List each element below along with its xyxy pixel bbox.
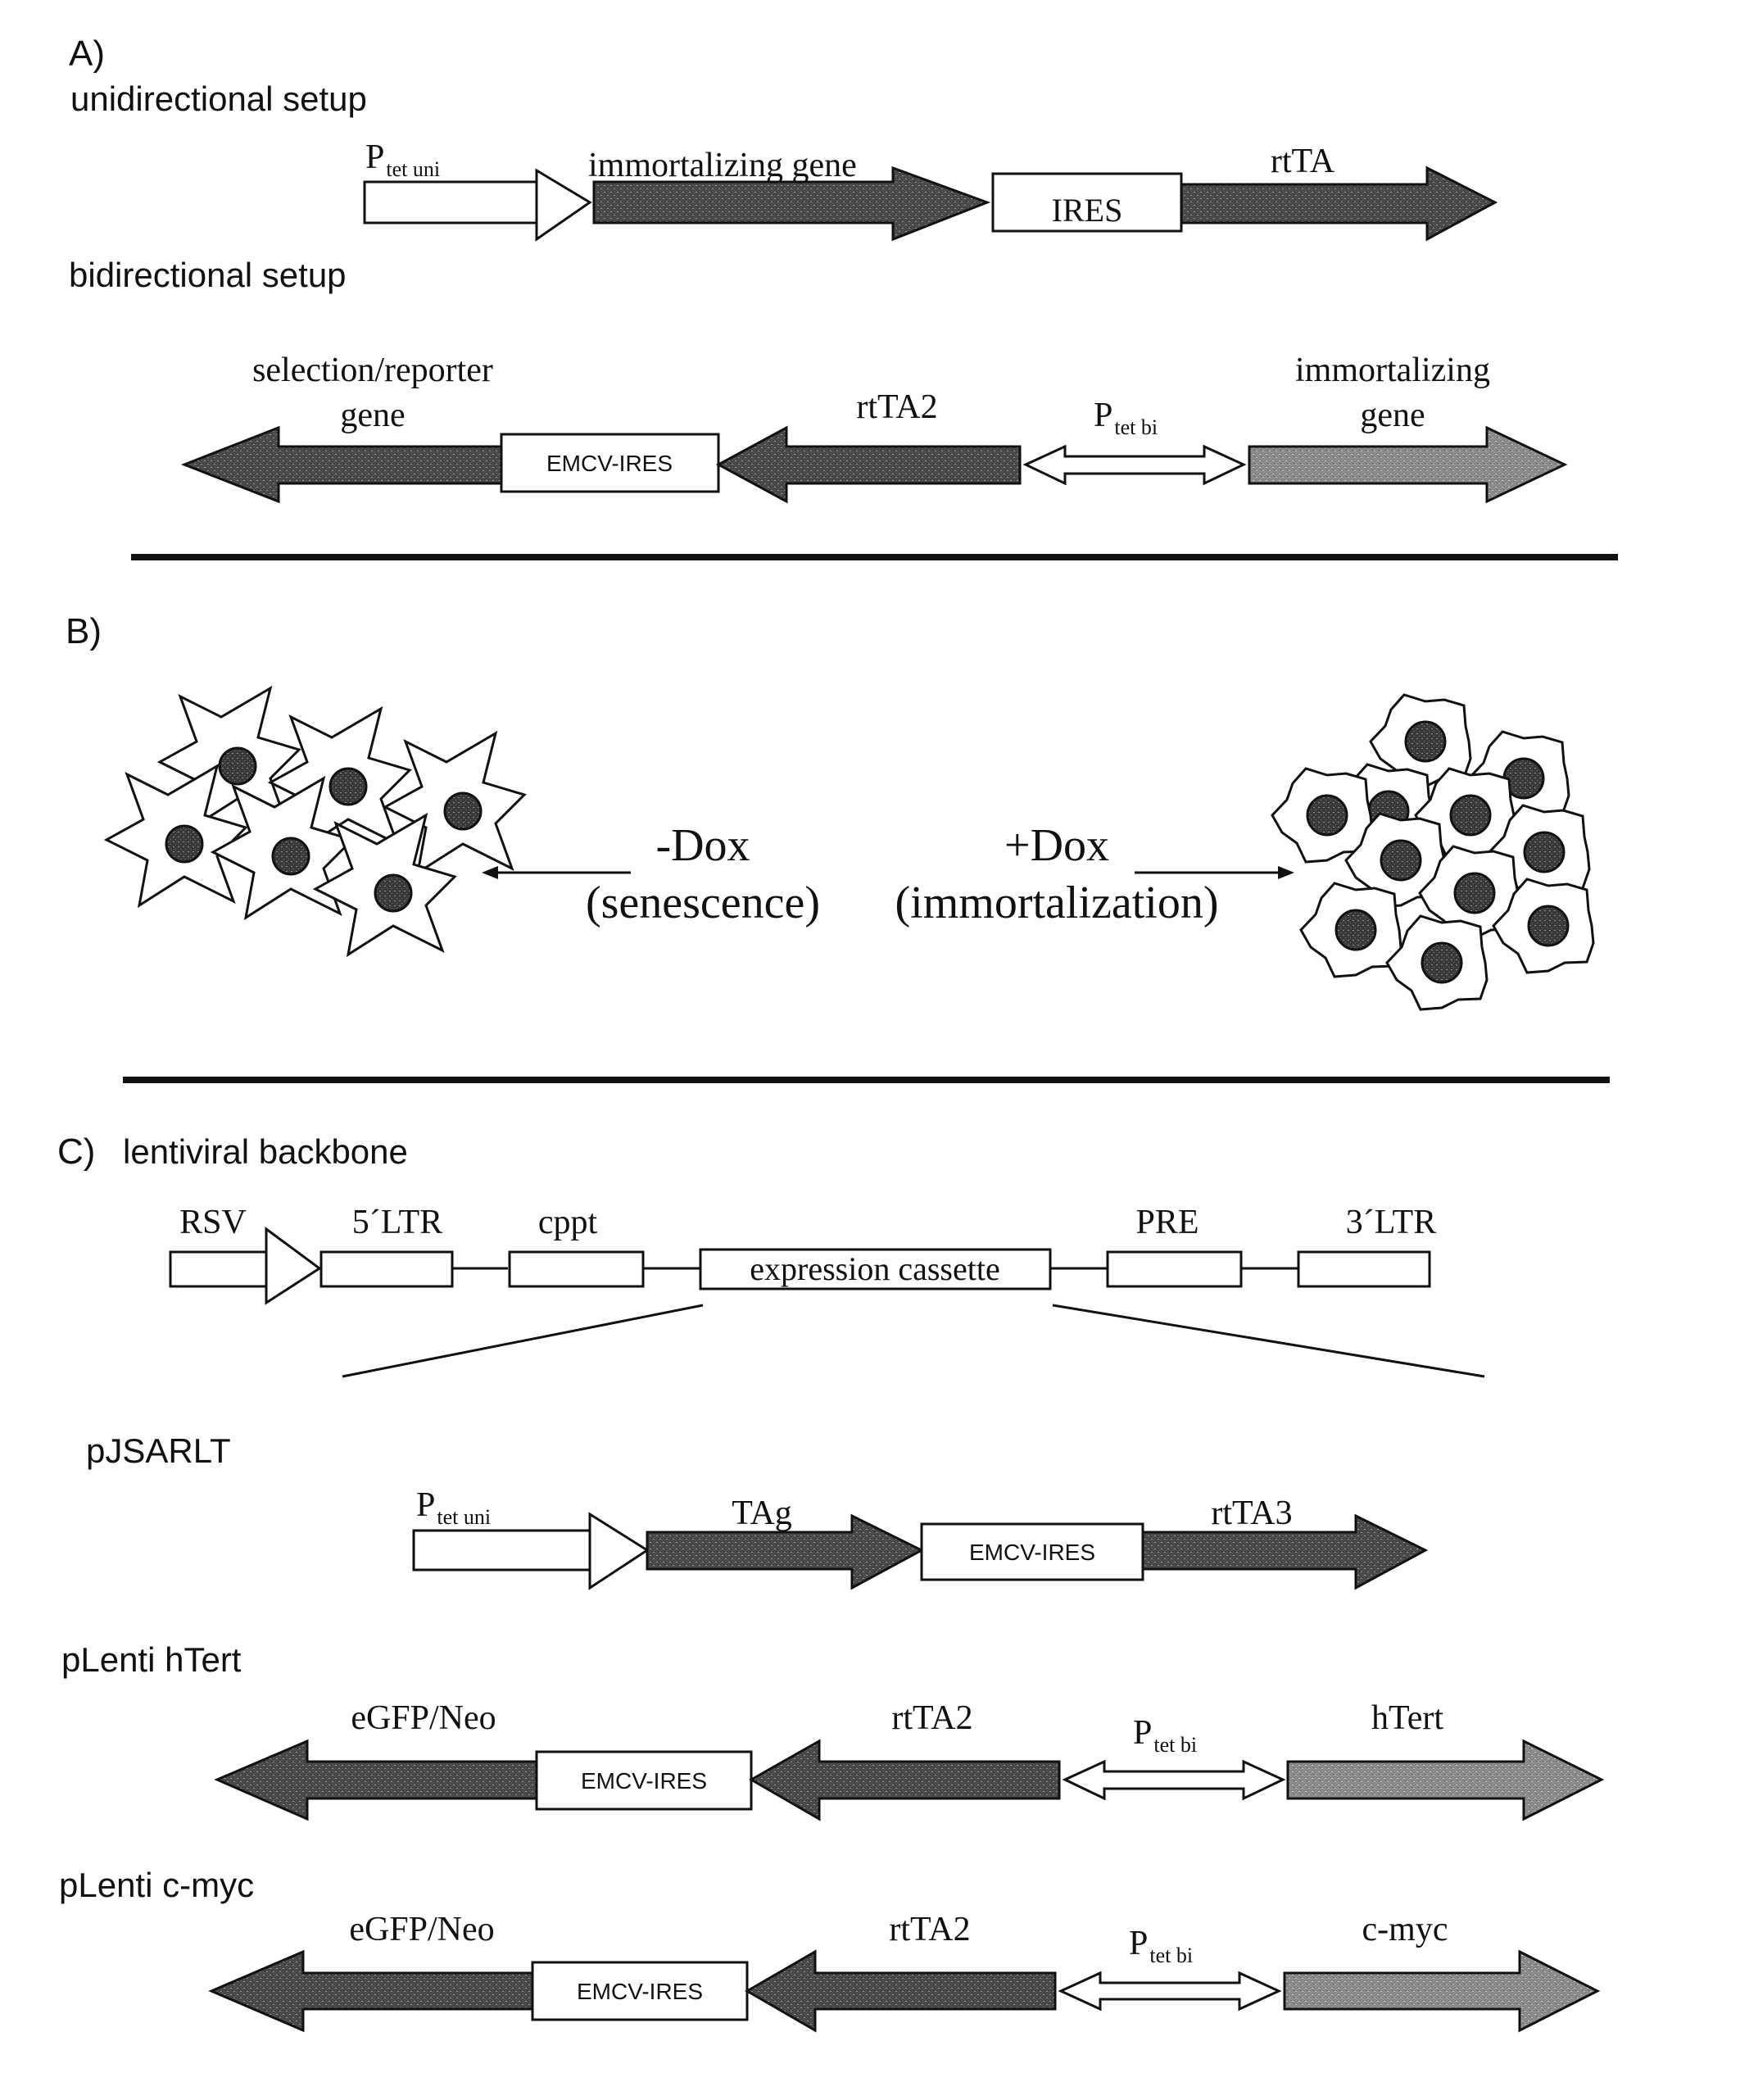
immortalization-label: (immortalization)	[895, 878, 1219, 928]
cell-nucleus	[1525, 832, 1564, 872]
construct1-promoter-label: Ptet uni	[416, 1486, 491, 1529]
construct2-bi-promoter-arrow	[1065, 1762, 1283, 1798]
bi-promoter-arrow	[1026, 447, 1244, 483]
construct3-bi-promoter-arrow	[1061, 1973, 1279, 2009]
construct2-promoter-label: Ptet bi	[1133, 1714, 1197, 1757]
lentiviral-backbone-title: lentiviral backbone	[123, 1132, 408, 1171]
cell-nucleus	[166, 826, 202, 862]
cell-nucleus	[273, 838, 309, 874]
rsv-promoter-arrowhead	[266, 1229, 319, 1303]
zoom-line-right	[1053, 1305, 1484, 1377]
construct2-name: pLenti hTert	[61, 1640, 242, 1679]
cell-nucleus	[1381, 841, 1421, 880]
plus-dox-arrowhead	[1278, 866, 1294, 879]
bi-reporter-gene-label-2: gene	[340, 397, 405, 434]
cell-nucleus	[445, 793, 481, 829]
bi-immortalizing-gene-arrow	[1249, 428, 1565, 501]
ltr3-label: 3´LTR	[1346, 1204, 1436, 1241]
construct2-rtta2-label: rtTA2	[891, 1699, 972, 1737]
zoom-line-left	[342, 1305, 703, 1377]
rsv-label: RSV	[179, 1204, 247, 1241]
plus-dox-label: +Dox	[1004, 820, 1109, 871]
cell-nucleus	[1406, 722, 1445, 761]
cell-nucleus	[1451, 796, 1490, 835]
construct2-emcv-ires-label: EMCV-IRES	[581, 1768, 707, 1794]
pre-box	[1108, 1252, 1241, 1286]
rsv-promoter-box	[170, 1252, 269, 1286]
construct3-egfp-neo-label: eGFP/Neo	[349, 1911, 494, 1948]
cell-nucleus	[1529, 906, 1568, 946]
cell-nucleus	[1336, 910, 1375, 950]
minus-dox-label: -Dox	[655, 820, 750, 871]
construct1-rtta3-label: rtTA3	[1211, 1494, 1292, 1532]
construct3-c-myc-label: c-myc	[1362, 1911, 1448, 1948]
construct3-emcv-ires-label: EMCV-IRES	[577, 1979, 703, 2004]
construct2-htert-label: hTert	[1371, 1699, 1443, 1737]
construct2-egfp-neo-arrow	[217, 1741, 537, 1819]
senescence-label: (senescence)	[586, 878, 820, 928]
unidirectional-setup-title: unidirectional setup	[70, 79, 367, 118]
bi-rtta2-arrow	[718, 428, 1020, 501]
uni-promoter-label: Ptet uni	[365, 138, 440, 181]
cell-nucleus	[330, 769, 366, 805]
cppt-label: cppt	[538, 1204, 598, 1241]
cell-nucleus	[1455, 873, 1494, 913]
bidirectional-setup-title: bidirectional setup	[69, 256, 347, 294]
construct1-emcv-ires-label: EMCV-IRES	[969, 1540, 1095, 1565]
uni-immortalizing-gene-label: immortalizing gene	[588, 147, 857, 184]
ltr5-label: 5´LTR	[352, 1204, 442, 1241]
ltr5-box	[321, 1252, 452, 1286]
construct3-rtta2-arrow	[747, 1952, 1055, 2030]
bi-rtta2-label: rtTA2	[856, 388, 937, 426]
bi-reporter-gene-label-1: selection/reporter	[252, 352, 493, 389]
senescent-cells	[106, 688, 524, 955]
uni-rtta-arrow	[1181, 168, 1495, 239]
cell	[1387, 916, 1487, 1009]
construct2-egfp-neo-label: eGFP/Neo	[351, 1699, 496, 1737]
uni-rtta-label: rtTA	[1271, 143, 1335, 180]
bi-promoter-label: Ptet bi	[1094, 397, 1158, 439]
bi-immortalizing-gene-label-1: immortalizing	[1295, 352, 1490, 389]
cppt-box	[510, 1252, 643, 1286]
bi-reporter-gene-arrow	[184, 428, 501, 501]
panel-b-label: B)	[66, 611, 102, 651]
ltr3-box	[1298, 1252, 1430, 1286]
bi-emcv-ires-label: EMCV-IRES	[546, 451, 673, 476]
construct3-egfp-neo-arrow	[211, 1952, 532, 2030]
uni-ires-label: IRES	[1052, 192, 1123, 229]
minus-dox-arrowhead	[482, 866, 498, 879]
cell-nucleus	[375, 875, 411, 911]
cell-nucleus	[1307, 796, 1347, 835]
expression-cassette-label: expression cassette	[750, 1250, 999, 1287]
construct1-name: pJSARLT	[86, 1431, 231, 1470]
construct2-rtta2-arrow	[751, 1741, 1059, 1819]
construct3-c-myc-arrow	[1285, 1952, 1597, 2030]
construct1-tag-label: TAg	[732, 1494, 792, 1532]
construct3-name: pLenti c-myc	[59, 1866, 254, 1904]
construct2-htert-arrow	[1288, 1741, 1602, 1819]
construct3-rtta2-label: rtTA2	[889, 1911, 970, 1948]
bi-immortalizing-gene-label-2: gene	[1360, 397, 1425, 434]
cell-nucleus	[220, 748, 256, 784]
panel-a-label: A)	[69, 34, 105, 74]
panel-c-label: C)	[57, 1132, 95, 1172]
cell-nucleus	[1422, 943, 1461, 982]
construct3-promoter-label: Ptet bi	[1129, 1925, 1193, 1967]
immortalized-cells	[1272, 695, 1593, 1009]
pre-label: PRE	[1135, 1204, 1199, 1241]
